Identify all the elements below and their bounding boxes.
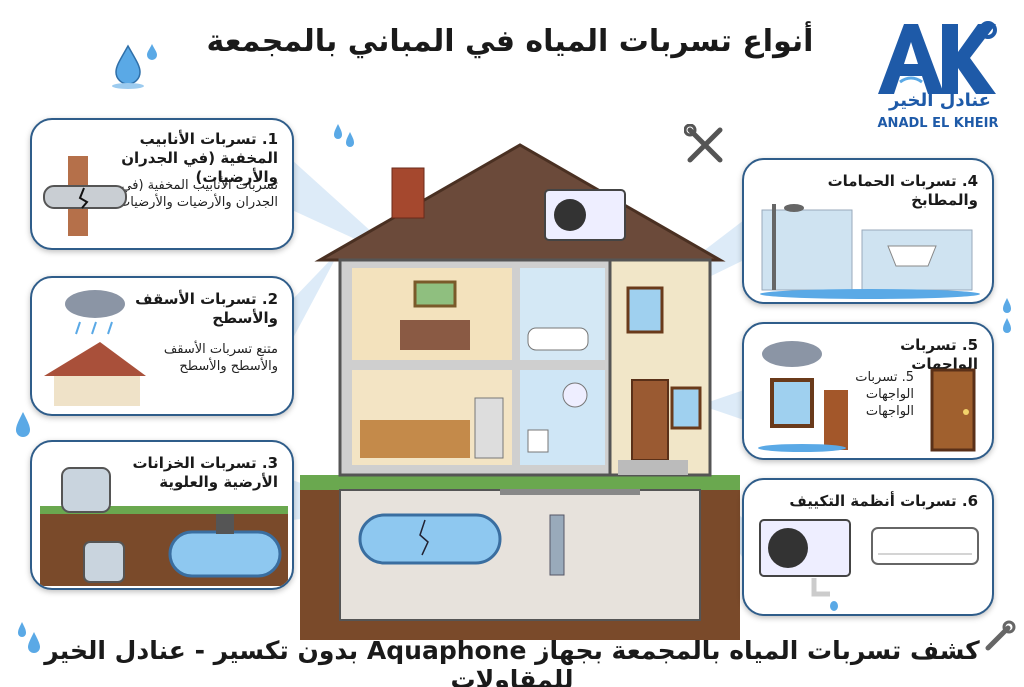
- water-drop-icon: [334, 124, 354, 147]
- card-tanks: 3. تسربات الخزانات الأرضية والعلوية: [30, 440, 294, 590]
- card-title: 4. تسربات الحمامات والمطابخ: [827, 172, 978, 209]
- card-title: 1. تسربات الأنابيب المخفية (في الجدران و…: [121, 130, 278, 186]
- water-drop-icon: [16, 412, 30, 437]
- wrench-icon: [985, 620, 1016, 651]
- door-icon: [930, 368, 976, 452]
- wrench-icon: [684, 124, 723, 163]
- card-title: 3. تسربات الخزانات الأرضية والعلوية: [132, 454, 278, 491]
- brand-logo-icon: [878, 21, 997, 94]
- water-drop-icon: [18, 622, 40, 653]
- rain-roof-icon: [44, 290, 146, 406]
- card-title: 2. تسربات الأسقف والأسطح: [135, 290, 278, 327]
- card-title: 6. تسربات أنظمة التكييف: [789, 492, 978, 510]
- card-hidden-pipes: 1. تسربات الأنابيب المخفية (في الجدران و…: [30, 118, 294, 250]
- rain-window-icon: [758, 341, 848, 452]
- water-drop-icon: [1003, 298, 1011, 333]
- card-bathrooms: 4. تسربات الحمامات والمطابخ: [742, 158, 994, 304]
- bathroom-kitchen-icon: [760, 204, 980, 299]
- card-facades: 5. تسربات الواجهات 5. تسربات الواجهات ال…: [742, 322, 994, 460]
- card-description: 5. تسربات الواجهات الواجهات: [855, 370, 914, 419]
- water-drop-icon: [112, 44, 157, 89]
- card-roofs: 2. تسربات الأسقف والأسطح متنع تسربات الأ…: [30, 276, 294, 416]
- card-ac-systems: 6. تسربات أنظمة التكييف: [742, 478, 994, 616]
- footer-caption: كشف تسربات المياه بالمجمعة بجهاز Aquapho…: [44, 636, 980, 687]
- air-conditioner-icon: [759, 519, 979, 611]
- card-description: تسربات الأنابيب المخفية (في الجدران والأ…: [118, 178, 278, 210]
- house-illustration: [300, 143, 740, 640]
- brand-name-arabic: عنادل الخير: [889, 90, 991, 111]
- page-title: أنواع تسربات المياه في المباني بالمجمعة: [206, 24, 814, 59]
- water-tank-icon: [40, 467, 288, 586]
- card-title: 5. تسربات الواجهات: [900, 336, 978, 373]
- brand-name-english: ANADL EL KHEIR: [877, 116, 999, 131]
- card-description: متنع تسربات الأسقف والأسطح والأسطح: [163, 342, 278, 374]
- cracked-pipe-icon: [43, 156, 127, 236]
